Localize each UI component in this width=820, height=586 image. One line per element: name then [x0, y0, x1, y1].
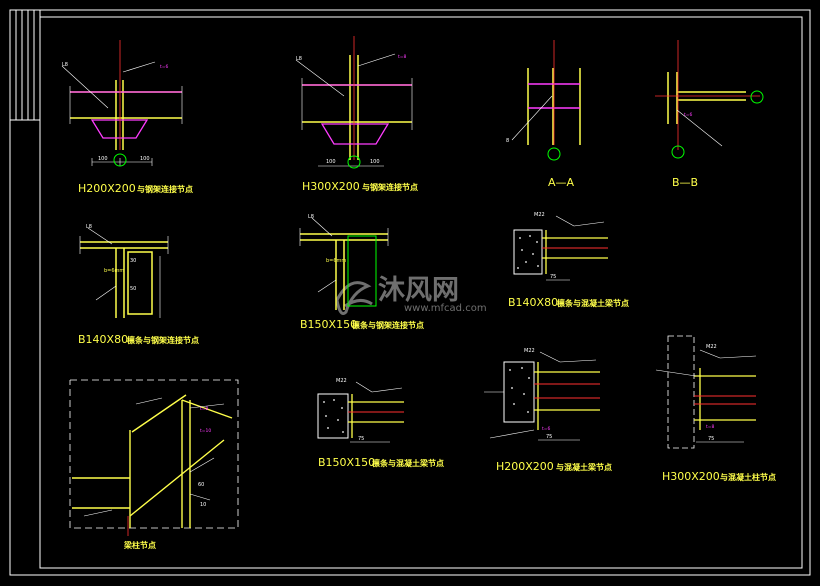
detail8-tag-t8: t=8 [200, 406, 209, 412]
detail2-tag-l8: L8 [296, 56, 302, 62]
detail5-tag-l8: L8 [86, 224, 92, 230]
watermark-brand-cn: 沐风网 [378, 275, 459, 306]
detail1-caption-cn: 与钢架连接节点 [137, 184, 193, 194]
detail1-dim-right: 100 [140, 156, 150, 162]
detail7-dim-75: 75 [550, 274, 556, 280]
detail-h300-frame-joint: 100 100 L8 t=8 H300X200 与钢架连接节点 [295, 36, 418, 193]
detail9-caption-cn: 檩条与混凝土梁节点 [372, 458, 444, 468]
watermark: 沐风网 www.mfcad.com [335, 275, 487, 315]
detail2-dim-right: 100 [370, 159, 380, 165]
detail11-dim-75: 75 [708, 436, 714, 442]
detail-h300-concrete-column: M22 t=8 75 H300X200 与混凝土柱节点 [655, 335, 776, 483]
detail6-caption-en: B150X150 [300, 318, 357, 331]
detail2-tag-t8: t=8 [398, 54, 407, 60]
detail11-caption-en: H300X200 [662, 470, 720, 483]
detail8-caption-cn: 梁柱节点 [123, 540, 156, 550]
detail-b140-purlin-frame: L8 b=6mm 30 50 B140X80 檩条与钢架连接节点 [78, 224, 199, 346]
detail10-dim-75: 75 [546, 434, 552, 440]
detail-b150-purlin-frame: L8 b=6mm B150X150 檩条与钢架连接节点 [299, 214, 424, 331]
detail8-dim-10: 10 [200, 502, 206, 508]
detail1-caption-en: H200X200 [78, 182, 136, 195]
detail3-tag-n8: 8 [506, 138, 509, 144]
detail-beam-column-joint: t=8 t=10 60 10 梁柱节点 [69, 379, 239, 550]
detail6-tag-b6: b=6mm [326, 258, 346, 264]
detail1-tag-t6: t=6 [160, 64, 169, 70]
detail10-concrete-beam [503, 361, 535, 423]
watermark-brand-en: www.mfcad.com [404, 303, 487, 314]
detail2-caption-cn: 与钢架连接节点 [362, 182, 418, 192]
detail-b140-purlin-concrete: M22 75 B140X80 檩条与混凝土梁节点 [508, 212, 629, 309]
detail10-caption-cn: 与混凝土梁节点 [556, 462, 612, 472]
drawing-frame [9, 9, 811, 576]
detail4-caption-en: B—B [672, 176, 698, 189]
detail10-tag-t6: t=6 [542, 426, 551, 432]
detail9-caption-en: B150X150 [318, 456, 375, 469]
detail1-tag-l8: L8 [62, 62, 68, 68]
detail9-concrete-beam [317, 393, 349, 439]
detail-h200-frame-joint: 100 100 L8 t=6 H200X200 与钢架连接节点 [61, 40, 193, 195]
detail9-dim-75: 75 [358, 436, 364, 442]
detail11-tag-t8: t=8 [706, 424, 715, 430]
detail5-caption-cn: 檩条与钢架连接节点 [127, 335, 199, 345]
detail8-dim-60: 60 [198, 482, 204, 488]
detail11-tag-m22: M22 [706, 344, 717, 350]
detail11-caption-cn: 与混凝土柱节点 [720, 472, 776, 482]
detail4-tag-t6: t=6 [684, 112, 693, 118]
detail2-caption-en: H300X200 [302, 180, 360, 193]
detail7-tag-m22: M22 [534, 212, 545, 218]
detail10-caption-en: H200X200 [496, 460, 554, 473]
detail5-dim-30: 30 [130, 258, 136, 264]
detail6-tag-l8: L8 [308, 214, 314, 220]
detail9-tag-m22: M22 [336, 378, 347, 384]
detail2-dim-left: 100 [326, 159, 336, 165]
watermark-logo [335, 281, 373, 315]
detail-section-a-a: 8 A—A [506, 40, 581, 189]
detail-section-b-b: t=6 B—B [655, 40, 764, 189]
detail6-caption-cn: 檩条与钢架连接节点 [352, 320, 424, 330]
detail-h200-concrete-beam: M22 t=6 75 H200X200 与混凝土梁节点 [484, 348, 612, 473]
detail3-caption-en: A—A [548, 176, 575, 189]
detail7-caption-cn: 檩条与混凝土梁节点 [557, 298, 629, 308]
detail8-tag-t10: t=10 [200, 428, 211, 434]
detail5-caption-en: B140X80 [78, 333, 128, 346]
detail1-dim-left: 100 [98, 156, 108, 162]
detail7-caption-en: B140X80 [508, 296, 558, 309]
detail10-tag-m22: M22 [524, 348, 535, 354]
detail7-concrete-beam [513, 229, 543, 275]
detail5-dim-50: 50 [130, 286, 136, 292]
detail5-tag-b6: b=6mm [104, 268, 124, 274]
detail-b150-purlin-concrete: M22 75 B150X150 檩条与混凝土梁节点 [317, 378, 444, 469]
